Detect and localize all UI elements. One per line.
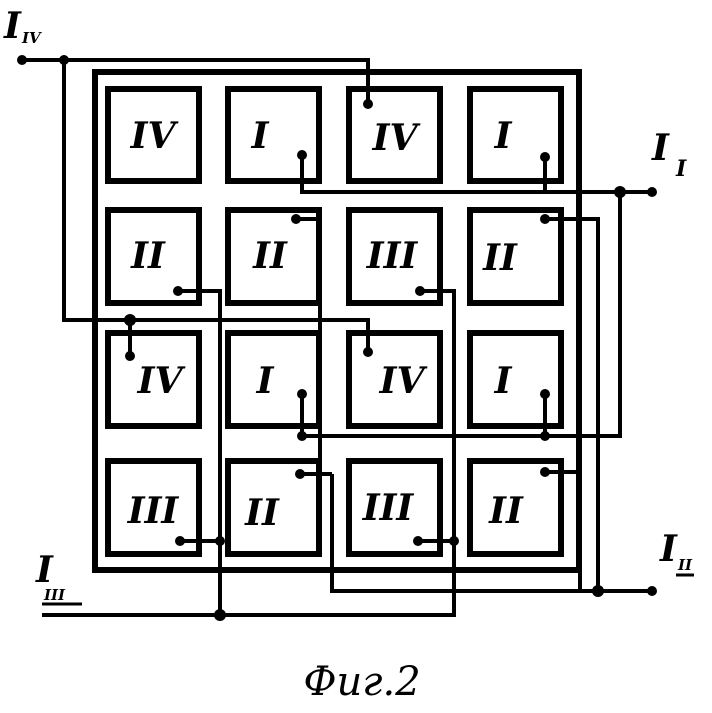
cell-r3c4 (470, 333, 561, 426)
junction-dot (363, 347, 373, 357)
junction-dot (540, 467, 550, 477)
terminal-subscript: IV (21, 29, 42, 47)
cell-labels: IV I IV I II II III II IV I IV I III II … (127, 115, 524, 534)
cell-r1c4 (470, 89, 561, 181)
terminal-label-iv: I IV (3, 5, 42, 47)
cell-label: IV (130, 115, 179, 157)
terminal-dot-i (647, 187, 657, 197)
junction-dot (540, 431, 550, 441)
junction-dot (59, 55, 69, 65)
cell-label: II (244, 492, 280, 534)
cell-label: II (488, 490, 524, 532)
cell-label: II (252, 235, 288, 277)
junction-dot (125, 351, 135, 361)
junction-dot (363, 99, 373, 109)
junction-dot (297, 431, 307, 441)
cell-label: II (130, 235, 166, 277)
junction-dot (215, 536, 225, 546)
junction-dot (415, 286, 425, 296)
junction-dot (413, 536, 423, 546)
junction-dot (297, 150, 307, 160)
cell-label: I (494, 115, 513, 157)
wire-ii-c (545, 219, 598, 591)
cell-label: IV (379, 360, 428, 402)
cell-label: III (362, 487, 415, 529)
cell-r3c2 (228, 333, 319, 426)
cell-label: II (482, 237, 518, 279)
junction-dot (175, 536, 185, 546)
terminal-label-iii: I III (35, 549, 82, 604)
junction-dot (295, 469, 305, 479)
terminal-letter: I (651, 127, 670, 169)
junction-dot (449, 536, 459, 546)
terminal-subscript: II (677, 556, 693, 574)
wire-i-bus (302, 155, 652, 192)
terminal-letter: I (659, 528, 678, 570)
terminal-label-ii: I II (659, 528, 694, 575)
junction-dot (297, 389, 307, 399)
terminal-label-i: I I (651, 127, 687, 182)
cell-label: IV (372, 117, 421, 159)
cell-label: I (251, 115, 270, 157)
junction-dot (540, 214, 550, 224)
terminal-dot-iv (17, 55, 27, 65)
junction-dot (540, 152, 550, 162)
terminal-dot-ii (647, 586, 657, 596)
terminal-subscript: I (675, 156, 687, 182)
cell-label: III (366, 235, 419, 277)
figure-caption: Фиг.2 (303, 659, 420, 705)
cell-label: I (494, 360, 513, 402)
junction-dot (173, 286, 183, 296)
cell-label: III (127, 490, 180, 532)
junction-dot (614, 186, 626, 198)
wires (22, 60, 652, 615)
junction-dot (592, 585, 604, 597)
terminal-subscript: III (43, 586, 66, 604)
cell-label: I (256, 360, 275, 402)
junction-dot (214, 609, 226, 621)
cell-label: IV (137, 360, 186, 402)
terminal-letter: I (3, 5, 22, 47)
junction-dot (540, 389, 550, 399)
junction-dot (124, 314, 136, 326)
terminal-letter: I (35, 549, 54, 591)
cell-r1c2 (228, 89, 319, 181)
junction-dot (291, 214, 301, 224)
